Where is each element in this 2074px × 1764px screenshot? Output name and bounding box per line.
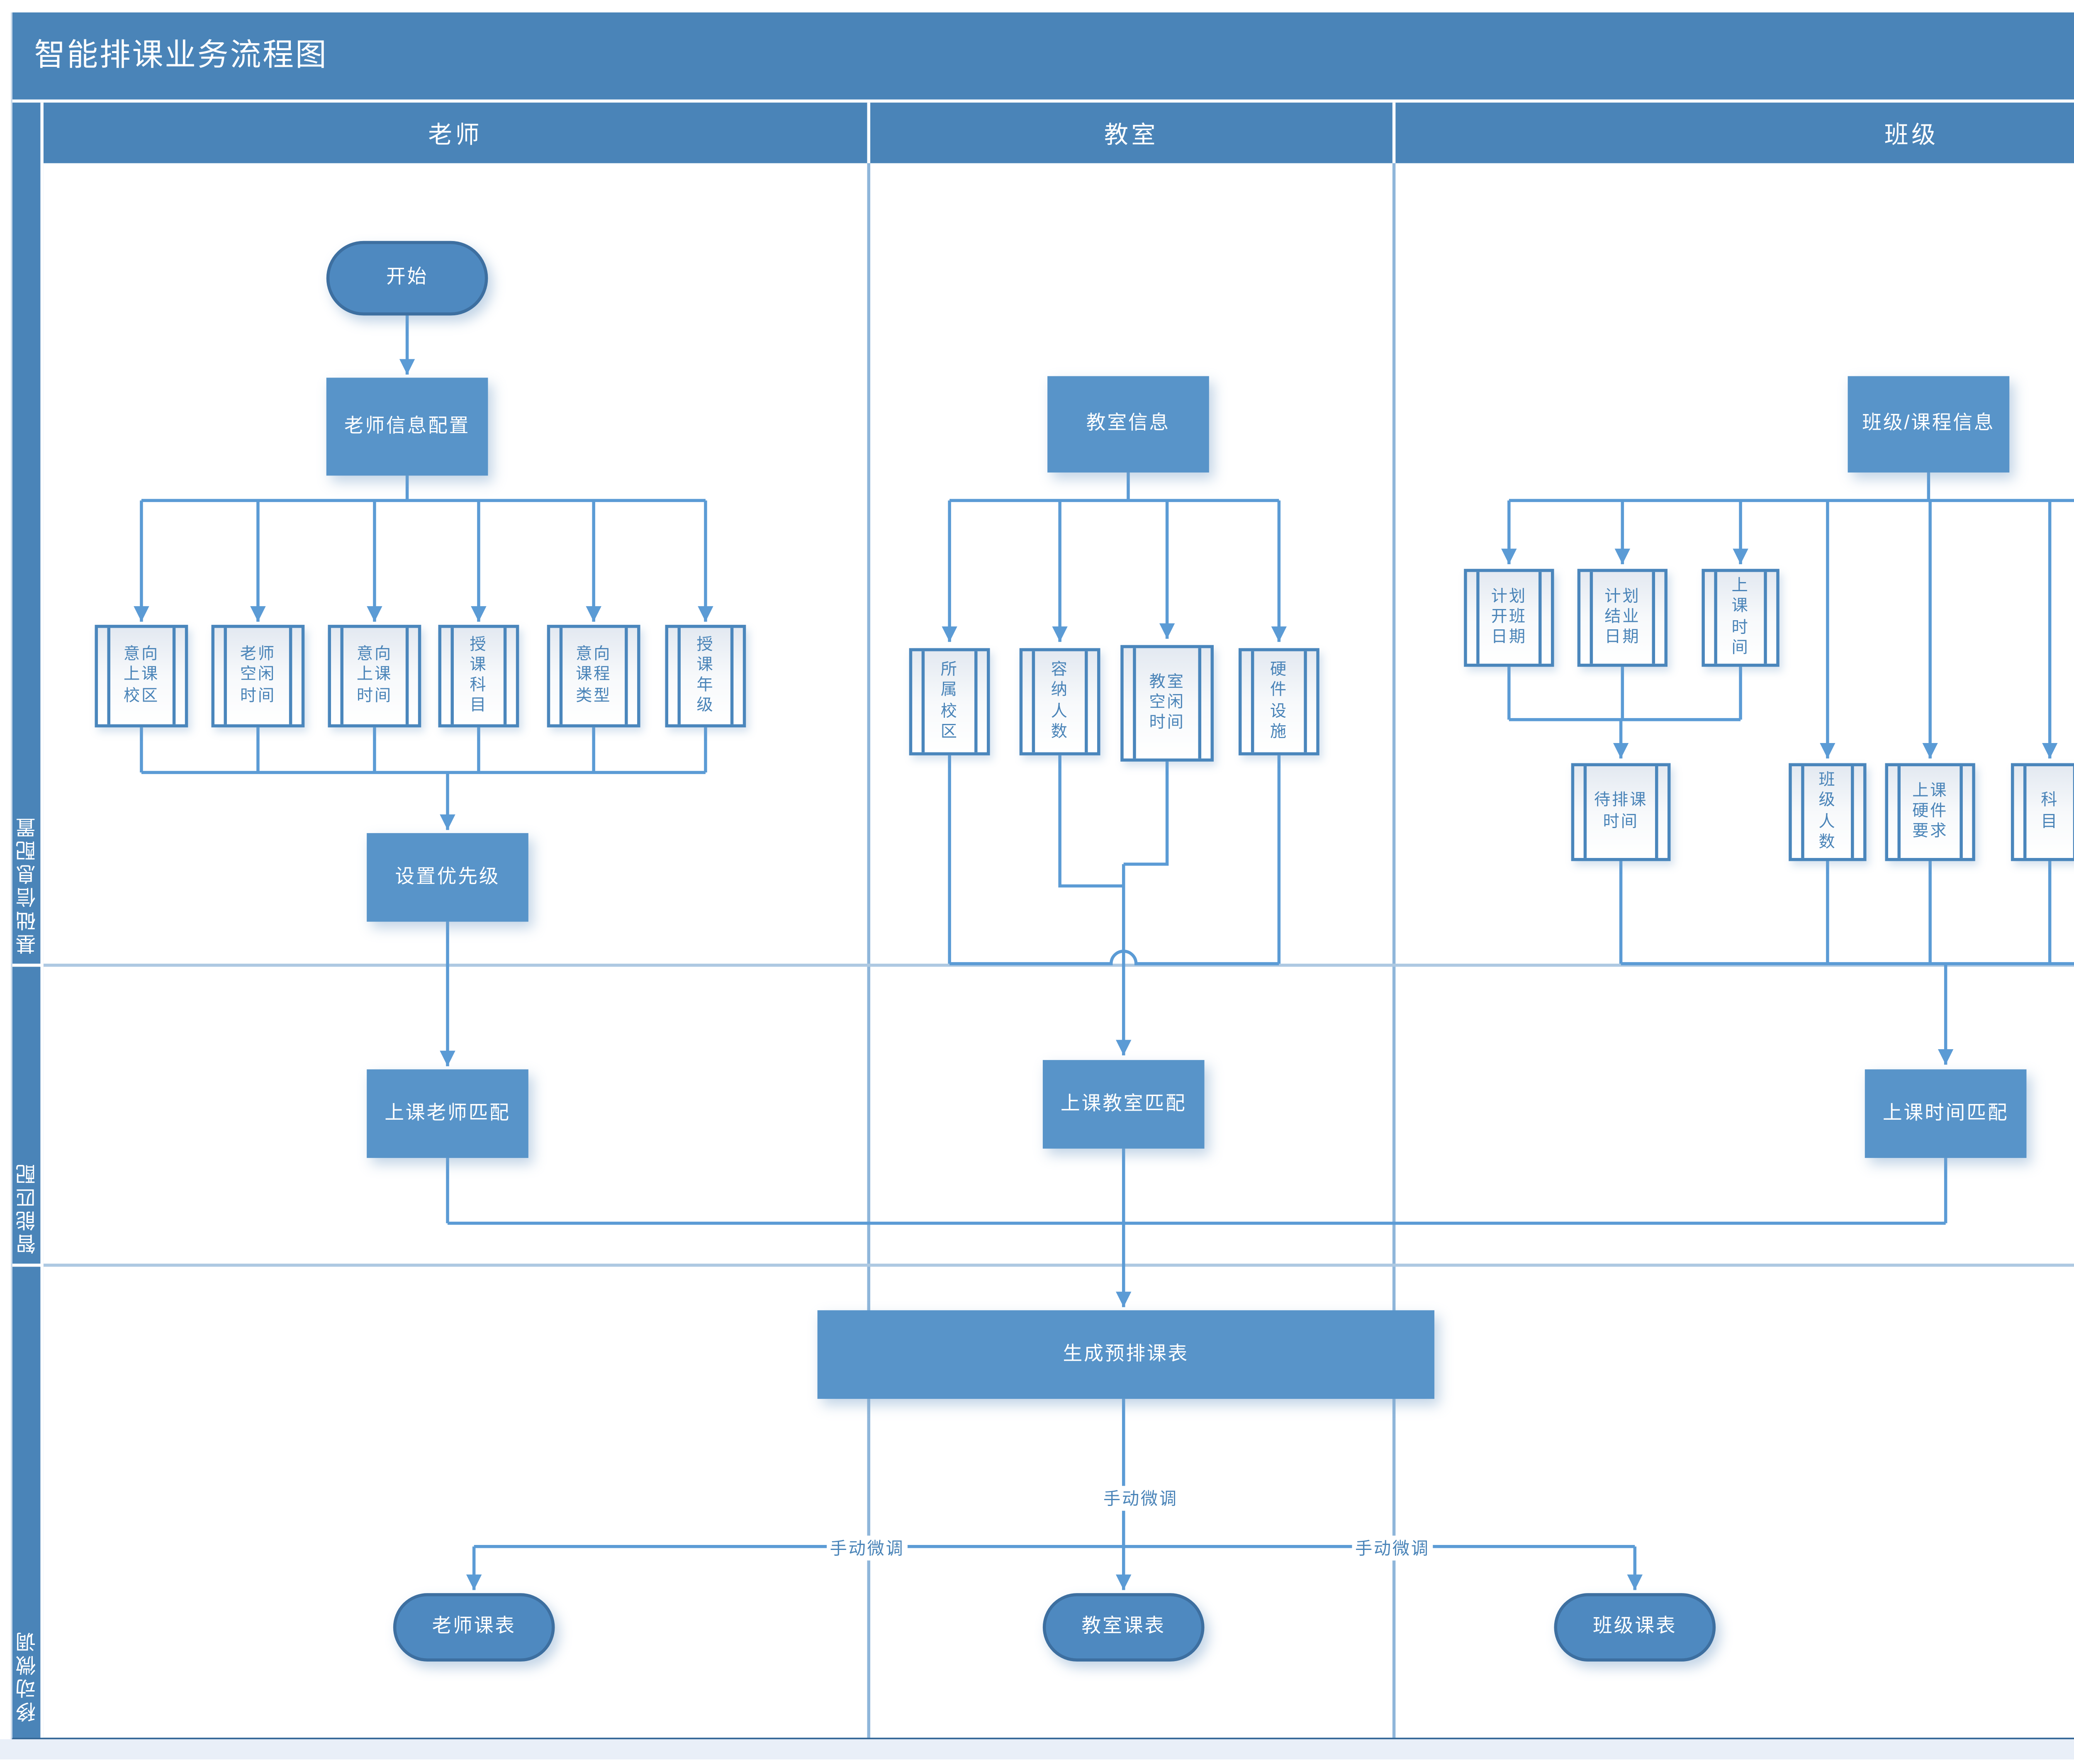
class-info-label: 班级/课程信息: [1862, 412, 1995, 434]
connector: [1507, 472, 2074, 965]
page-bottom-strip: [0, 1739, 2074, 1760]
plan-start-date-label: 计划 开班 日期: [1491, 587, 1527, 647]
class-size-label: 班 级 人 数: [1818, 771, 1837, 851]
teacher-schedule-label: 老师课表: [432, 1615, 516, 1637]
teacher-match-label: 上课老师匹配: [385, 1101, 511, 1123]
class-time-label: 上 课 时 间: [1731, 577, 1750, 657]
start-label: 开始: [386, 266, 428, 288]
class-size-card: 班 级 人 数: [1789, 763, 1867, 861]
edge-label-manual-adjust-center: 手动微调: [1100, 1486, 1181, 1511]
lane-header-row: 老师 教室 班级: [43, 102, 2074, 163]
pending-schedule-time-label: 待排课 时间: [1594, 792, 1648, 831]
room-schedule-end-node: 教室课表: [1042, 1593, 1205, 1662]
room-hardware-label: 硬 件 设 施: [1270, 661, 1288, 741]
teacher-free-time-card: 老师 空闲 时间: [211, 625, 305, 728]
connector: [948, 472, 1281, 965]
intent-campus-label: 意向 上课 校区: [123, 645, 160, 705]
teacher-match-node: 上课老师匹配: [367, 1069, 528, 1158]
teacher-info-config-node: 老师信息配置: [326, 378, 488, 476]
room-capacity-card: 容 纳 人 数: [1019, 648, 1100, 755]
room-info-label: 教室信息: [1086, 412, 1171, 434]
room-campus-card: 所 属 校 区: [909, 648, 990, 755]
class-hardware-req-card: 上课 硬件 要求: [1885, 763, 1975, 861]
subject-label: 科 目: [2041, 792, 2059, 831]
room-match-label: 上课教室匹配: [1060, 1092, 1187, 1114]
room-schedule-label: 教室课表: [1081, 1615, 1166, 1637]
lane-header-classroom: 教室: [867, 102, 1392, 163]
class-schedule-label: 班级课表: [1593, 1615, 1677, 1637]
room-capacity-label: 容 纳 人 数: [1051, 661, 1069, 741]
phase-separator: [12, 963, 44, 967]
room-match-node: 上课教室匹配: [1042, 1060, 1205, 1149]
connector: [140, 475, 1947, 1548]
intent-campus-card: 意向 上课 校区: [95, 625, 188, 728]
set-priority-label: 设置优先级: [395, 865, 500, 887]
intent-class-time-label: 意向 上课 时间: [356, 645, 392, 705]
lane-header-teacher: 老师: [428, 122, 483, 149]
generate-pre-schedule-node: 生成预排课表: [817, 1310, 1435, 1399]
connector-layer: [134, 315, 2074, 1590]
teacher-schedule-end-node: 老师课表: [393, 1593, 555, 1662]
plan-start-date-card: 计划 开班 日期: [1464, 569, 1554, 667]
room-info-node: 教室信息: [1047, 376, 1209, 473]
class-time-card: 上 课 时 间: [1702, 569, 1779, 667]
pending-schedule-time-card: 待排课 时间: [1571, 763, 1671, 861]
phase-divider: [43, 1263, 2074, 1266]
lane-header-class: 班级: [1392, 102, 2074, 163]
page-title: 智能排课业务流程图: [34, 39, 328, 73]
edge-label-manual-adjust-left: 手动微调: [827, 1535, 908, 1561]
subject-card: 科 目: [2011, 763, 2074, 861]
lane-divider: [867, 163, 870, 1738]
teaching-grade-label: 授 课 年 级: [696, 635, 715, 715]
phase-sidebar: [12, 102, 44, 1738]
teaching-grade-card: 授 课 年 级: [665, 625, 746, 728]
class-schedule-end-node: 班级课表: [1554, 1593, 1716, 1662]
room-campus-label: 所 属 校 区: [940, 661, 959, 741]
teacher-free-time-label: 老师 空闲 时间: [240, 645, 276, 705]
plan-end-date-label: 计划 结业 日期: [1604, 587, 1641, 647]
room-free-time-card: 教室 空闲 时间: [1120, 645, 1214, 762]
teacher-info-label: 老师信息配置: [344, 414, 470, 436]
intent-course-type-card: 意向 课程 类型: [547, 625, 640, 728]
flowchart-canvas: 智能排课业务流程图 老师 教室 班级 基础信息配置 智能匹配 移动微调: [11, 12, 2074, 1742]
teaching-subject-card: 授 课 科 目: [438, 625, 519, 728]
time-match-node: 上课时间匹配: [1865, 1069, 2027, 1158]
title-bar: 智能排课业务流程图: [12, 12, 2074, 100]
edge-label-manual-adjust-right: 手动微调: [1352, 1535, 1433, 1561]
start-node: 开始: [326, 241, 488, 316]
intent-class-time-card: 意向 上课 时间: [328, 625, 421, 728]
time-match-label: 上课时间匹配: [1882, 1101, 2009, 1123]
intent-course-type-label: 意向 课程 类型: [576, 645, 612, 705]
phase-separator: [12, 1263, 44, 1267]
generate-pre-schedule-label: 生成预排课表: [1063, 1342, 1189, 1364]
room-hardware-card: 硬 件 设 施: [1238, 648, 1319, 755]
set-priority-node: 设置优先级: [367, 833, 528, 922]
lane-divider: [1392, 163, 1395, 1738]
plan-end-date-card: 计划 结业 日期: [1577, 569, 1667, 667]
teaching-subject-label: 授 课 科 目: [470, 635, 488, 715]
class-hardware-req-label: 上课 硬件 要求: [1912, 781, 1948, 841]
room-free-time-label: 教室 空闲 时间: [1149, 672, 1185, 732]
class-info-node: 班级/课程信息: [1848, 376, 2010, 473]
